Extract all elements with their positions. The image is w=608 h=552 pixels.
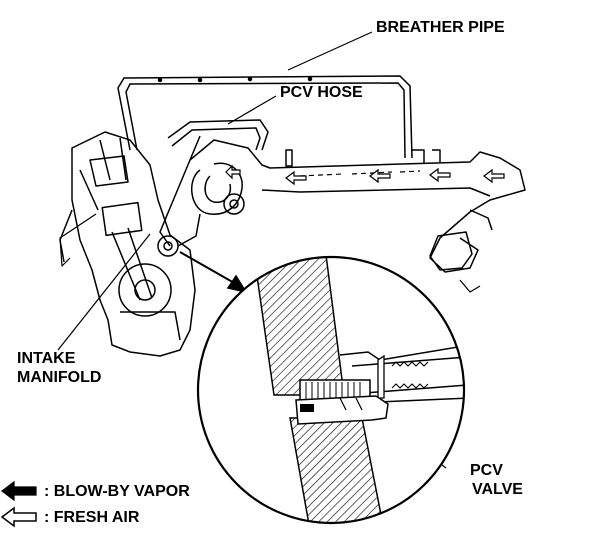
legend-fresh-air-label: : FRESH AIR [44,509,140,526]
pcv-hose [159,95,277,247]
engine-block [59,131,196,357]
legend-blow-by-label: : BLOW-BY VAPOR [44,483,190,500]
blow-by-arrow-icon [1,480,37,502]
pcv-valve-label-line1: PCV [470,462,503,479]
intake-manifold [177,139,526,293]
pcv-hose-label: PCV HOSE [280,84,363,101]
fresh-air-arrow-icon [0,506,37,528]
pcv-valve-location [157,235,248,294]
intake-manifold-label-line2: MANIFOLD [17,369,102,386]
flow-arrows [225,164,505,186]
breather-pipe-label: BREATHER PIPE [376,19,505,36]
intake-manifold-label-line1: INTAKE [17,350,76,367]
breather-pipe [117,31,413,159]
pcv-valve-detail [196,255,466,525]
pcv-valve-label-line2: VALVE [472,481,523,498]
